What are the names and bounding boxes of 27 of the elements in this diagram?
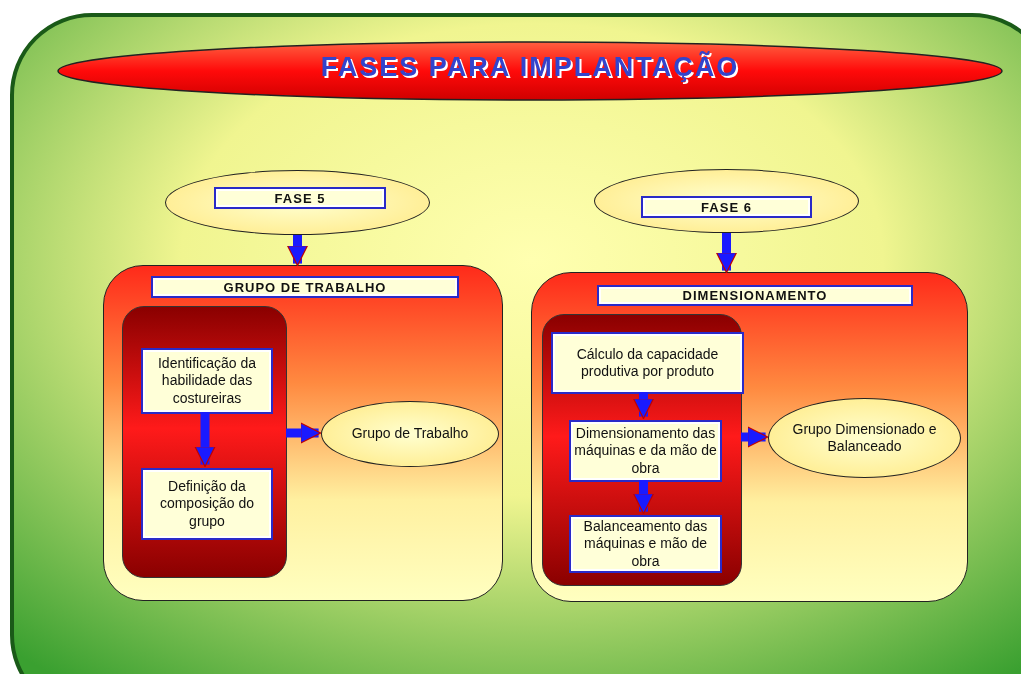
box-text: Cálculo da capacidade produtiva por produto bbox=[575, 345, 720, 381]
group-panel bbox=[122, 306, 287, 578]
process-box bbox=[141, 348, 273, 414]
heading-label: FASE 5 bbox=[214, 187, 386, 209]
arrow bbox=[632, 480, 655, 515]
box-text: Dimensionamento das máquinas e da mão de obra bbox=[574, 425, 717, 477]
box-text: Identificação da habilidade das costureiras bbox=[156, 355, 258, 407]
process-box bbox=[569, 515, 722, 573]
arrow bbox=[632, 392, 655, 420]
node-label: Grupo Dimensionado e Balanceado bbox=[791, 420, 938, 456]
node-label: Grupo de Trabalho bbox=[350, 425, 470, 443]
process-box bbox=[551, 332, 744, 394]
box-text: Definição da composição do grupo bbox=[158, 478, 256, 530]
arrow bbox=[286, 422, 322, 444]
title: FASES PARA IMPLANTAÇÃO bbox=[319, 52, 741, 83]
arrow bbox=[715, 233, 738, 274]
heading-label: DIMENSIONAMENTO bbox=[597, 285, 913, 306]
heading-label: GRUPO DE TRABALHO bbox=[151, 276, 459, 298]
phase-panel bbox=[531, 272, 968, 602]
box-text: Balanceamento das máquinas e mão de obra bbox=[582, 518, 709, 570]
arrow bbox=[741, 426, 769, 448]
group-panel bbox=[542, 314, 742, 586]
phase-panel bbox=[103, 265, 503, 601]
heading-label: FASE 6 bbox=[641, 196, 812, 218]
process-box bbox=[141, 468, 273, 540]
arrow bbox=[286, 235, 309, 267]
arrow bbox=[194, 412, 216, 468]
